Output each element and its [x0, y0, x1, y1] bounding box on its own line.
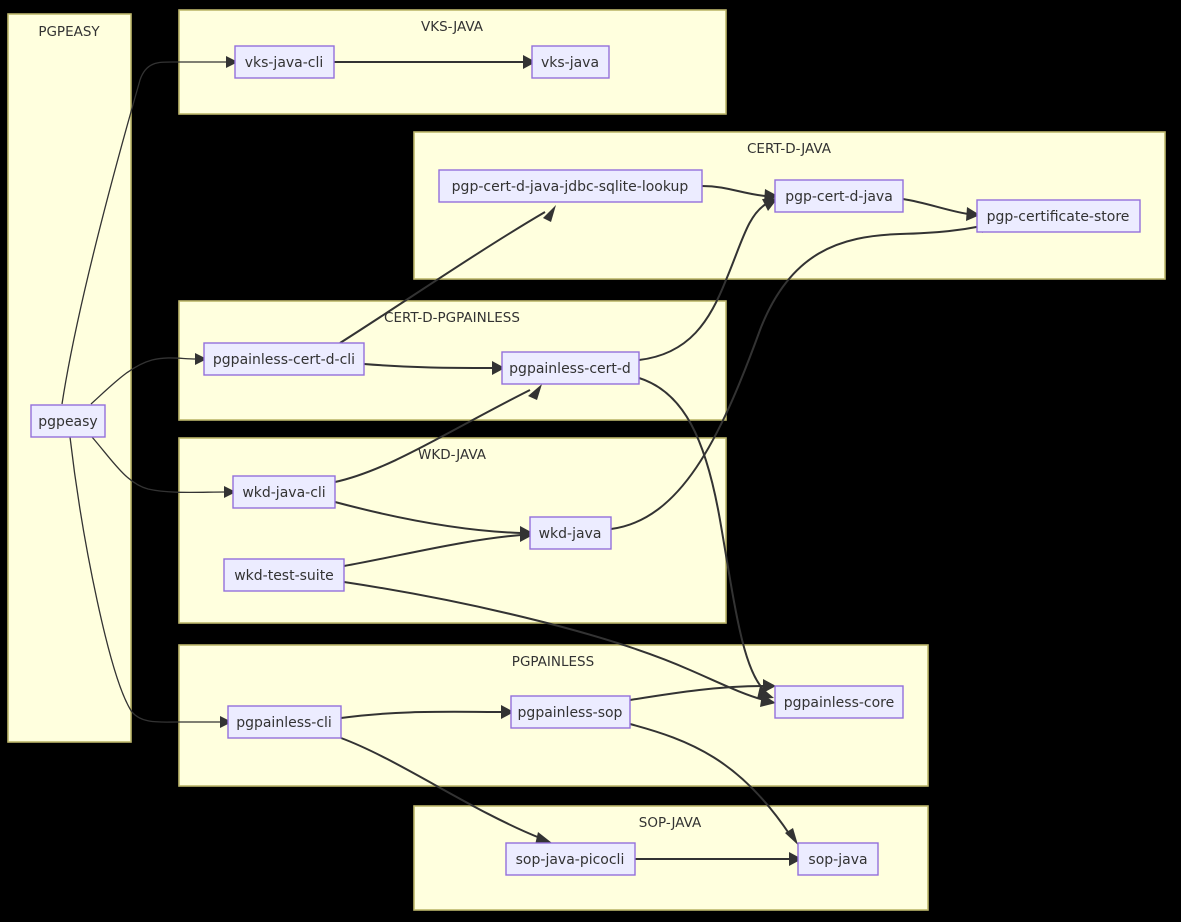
node-rect-vks-java-cli[interactable] — [234, 45, 335, 79]
node-pgp-cert-d-java-jdbc-sqlite-lookup[interactable]: pgp-cert-d-java-jdbc-sqlite-lookup — [438, 169, 703, 203]
node-vks-java[interactable]: vks-java — [531, 45, 610, 79]
edge-pgp-cert-d-java-to-pgp-certificate-store — [902, 198, 980, 221]
node-rect-wkd-java[interactable] — [529, 516, 612, 550]
node-label-pgp-cert-d-java: pgp-cert-d-java — [785, 189, 893, 205]
node-rect-wkd-test-suite[interactable] — [223, 558, 345, 592]
node-rect-pgp-cert-d-java[interactable] — [774, 179, 904, 213]
cluster-label-cert-d-pgpainless: CERT-D-PGPAINLESS — [384, 310, 520, 326]
node-label-pgpainless-core: pgpainless-core — [784, 695, 894, 711]
node-pgpeasy[interactable]: pgpeasy — [30, 404, 106, 438]
node-wkd-test-suite[interactable]: wkd-test-suite — [223, 558, 345, 592]
edge-vks-java-cli-to-vks-java — [334, 55, 536, 69]
cluster-label-wkd-java: WKD-JAVA — [418, 447, 487, 463]
node-label-wkd-java-cli: wkd-java-cli — [242, 485, 325, 501]
node-pgp-cert-d-java[interactable]: pgp-cert-d-java — [774, 179, 904, 213]
node-pgpainless-core[interactable]: pgpainless-core — [774, 685, 904, 719]
node-rect-wkd-java-cli[interactable] — [232, 475, 336, 509]
node-label-pgp-certificate-store: pgp-certificate-store — [987, 209, 1130, 225]
node-pgpainless-sop[interactable]: pgpainless-sop — [510, 695, 631, 729]
cluster-label-sop-java: SOP-JAVA — [639, 815, 702, 831]
edge-pgpainless-cert-d-to-pgpainless-core — [638, 377, 774, 699]
node-rect-pgpainless-core[interactable] — [774, 685, 904, 719]
node-rect-vks-java[interactable] — [531, 45, 610, 79]
node-label-pgpainless-cert-d-cli: pgpainless-cert-d-cli — [213, 352, 355, 368]
cluster-label-vks-java: VKS-JAVA — [421, 19, 484, 35]
edge-pgpainless-sop-to-sop-java — [629, 723, 798, 845]
cluster-label-pgpeasy: PGPEASY — [38, 24, 100, 40]
edge-wkd-test-suite-to-wkd-java — [343, 528, 533, 567]
node-wkd-java[interactable]: wkd-java — [529, 516, 612, 550]
edge-pgpeasy-to-pgpainless-cert-d-cli — [90, 353, 207, 405]
edge-sop-java-picocli-to-sop-java — [635, 852, 802, 866]
node-label-pgpeasy: pgpeasy — [38, 414, 97, 430]
cluster-rect-pgpeasy — [7, 13, 132, 743]
node-pgpainless-cli[interactable]: pgpainless-cli — [227, 705, 342, 739]
node-rect-pgp-cert-d-java-jdbc-sqlite-lookup[interactable] — [438, 169, 703, 203]
node-pgp-certificate-store[interactable]: pgp-certificate-store — [976, 199, 1141, 233]
cluster-wkd-java: WKD-JAVA — [178, 437, 727, 624]
node-label-pgpainless-cli: pgpainless-cli — [236, 715, 332, 731]
node-rect-pgpainless-sop[interactable] — [510, 695, 631, 729]
edge-pgpainless-cert-d-cli-to-jdbc-lookup — [339, 205, 556, 344]
node-label-vks-java-cli: vks-java-cli — [245, 55, 324, 71]
edges-layer — [61, 55, 994, 866]
node-pgpainless-cert-d[interactable]: pgpainless-cert-d — [501, 351, 640, 385]
node-label-wkd-java: wkd-java — [539, 526, 602, 542]
edge-pgpainless-cert-d-cli-to-pgpainless-cert-d — [363, 361, 505, 375]
cluster-pgpeasy: PGPEASY — [7, 13, 132, 743]
edge-wkd-java-cli-to-pgpainless-cert-d — [334, 384, 542, 483]
edge-pgpainless-cert-d-to-pgp-cert-d-java — [638, 198, 778, 361]
node-label-wkd-test-suite: wkd-test-suite — [234, 568, 334, 584]
node-label-vks-java: vks-java — [541, 55, 599, 71]
node-label-pgp-cert-d-java-jdbc-sqlite-lookup: pgp-cert-d-java-jdbc-sqlite-lookup — [452, 179, 689, 195]
edge-pgpeasy-to-vks-java-cli — [61, 56, 238, 405]
node-label-sop-java-picocli: sop-java-picocli — [516, 852, 625, 868]
node-sop-java-picocli[interactable]: sop-java-picocli — [505, 842, 636, 876]
node-rect-sop-java-picocli[interactable] — [505, 842, 636, 876]
node-label-pgpainless-sop: pgpainless-sop — [518, 705, 623, 721]
edge-pgpeasy-to-pgpainless-cli — [69, 436, 232, 728]
node-pgpainless-cert-d-cli[interactable]: pgpainless-cert-d-cli — [203, 342, 365, 376]
node-rect-pgpainless-cert-d-cli[interactable] — [203, 342, 365, 376]
node-rect-pgp-certificate-store[interactable] — [976, 199, 1141, 233]
edge-wkd-test-suite-to-pgpainless-core — [343, 581, 776, 707]
cluster-rect-wkd-java — [178, 437, 727, 624]
node-wkd-java-cli[interactable]: wkd-java-cli — [232, 475, 336, 509]
edge-pgpainless-cli-to-sop-java-picocli — [340, 737, 552, 845]
node-rect-sop-java[interactable] — [797, 842, 879, 876]
node-label-sop-java: sop-java — [808, 852, 867, 868]
node-rect-pgpainless-cert-d[interactable] — [501, 351, 640, 385]
node-rect-pgpeasy[interactable] — [30, 404, 106, 438]
edge-pgpeasy-to-wkd-java-cli — [91, 436, 236, 498]
edge-pgpainless-cli-to-pgpainless-sop — [340, 705, 514, 719]
node-label-pgpainless-cert-d: pgpainless-cert-d — [509, 361, 631, 377]
node-rect-pgpainless-cli[interactable] — [227, 705, 342, 739]
nodes-layer: pgpeasy vks-java-cli vks-java pgp-cert-d… — [30, 45, 1141, 876]
edge-pgpainless-sop-to-pgpainless-core — [629, 679, 776, 701]
node-sop-java[interactable]: sop-java — [797, 842, 879, 876]
cluster-label-cert-d-java: CERT-D-JAVA — [747, 141, 832, 157]
node-vks-java-cli[interactable]: vks-java-cli — [234, 45, 335, 79]
cluster-label-pgpainless: PGPAINLESS — [512, 654, 594, 670]
